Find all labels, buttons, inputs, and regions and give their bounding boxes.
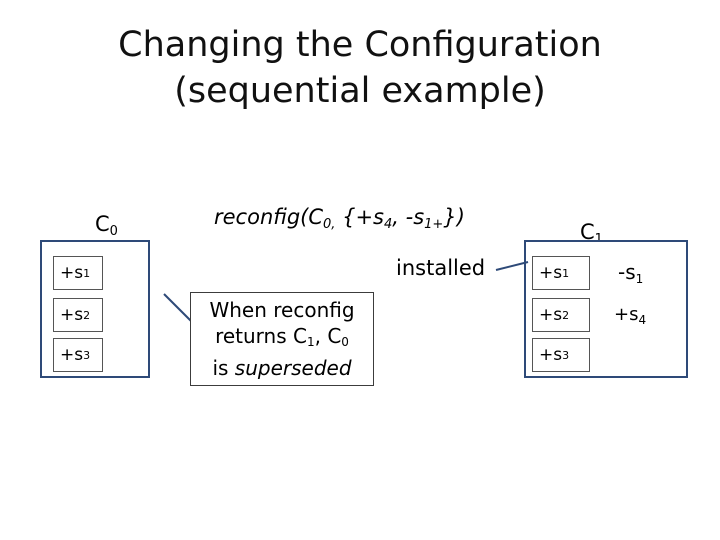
c1-member-s1-prefix: +s	[539, 263, 563, 283]
c1-change-remove-s1: -s1	[618, 260, 643, 286]
c1-change-add-sub: 4	[638, 313, 647, 327]
callout-line-2-b: , C	[314, 324, 342, 348]
superseded-callout: When reconfig returns C1, C0 is supersed…	[190, 292, 374, 386]
c1-change-remove-prefix: -s	[618, 260, 636, 284]
c0-member-s1-sub: 1	[83, 266, 91, 280]
reconfig-call: reconfig(C0, {+s4, -s1+})	[214, 205, 465, 232]
reconfig-text-3: , -s	[392, 205, 425, 229]
c1-subscript: 1	[595, 232, 603, 247]
title-line-2: (sequential example)	[174, 71, 546, 111]
reconfig-sub-1: 0,	[323, 217, 336, 232]
title-line-1: Changing the Configuration	[118, 25, 602, 65]
slide-title: Changing the Configuration (sequential e…	[0, 22, 720, 114]
callout-line-2-sub2: 0	[341, 335, 349, 349]
c1-member-s1-sub: 1	[562, 266, 570, 280]
c0-member-s3-sub: 3	[83, 348, 91, 362]
reconfig-sub-2: 4	[384, 217, 393, 232]
c0-member-s2-prefix: +s	[60, 305, 84, 325]
c1-change-add-s4: +s4	[614, 304, 646, 327]
c1-member-s2-prefix: +s	[539, 305, 563, 325]
reconfig-text-1: reconfig(C	[214, 205, 324, 229]
reconfig-sub-3: 1+	[424, 217, 444, 232]
c0-member-s1-prefix: +s	[60, 263, 84, 283]
reconfig-text-2: {+s	[335, 205, 384, 229]
c1-base: C	[580, 220, 595, 244]
callout-line-3: is superseded	[191, 355, 373, 381]
callout-line-2-sub1: 1	[306, 335, 315, 349]
c1-member-s3-prefix: +s	[539, 345, 563, 365]
c0-member-s2-sub: 2	[83, 308, 91, 322]
c1-member-s3-sub: 3	[562, 348, 570, 362]
installed-label: installed	[396, 256, 486, 280]
reconfig-text-4: })	[443, 205, 465, 229]
config-c0-label: C0	[95, 212, 118, 239]
callout-line-3-em: superseded	[234, 356, 352, 380]
c0-base: C	[95, 212, 110, 236]
c1-change-remove-sub: 1	[635, 272, 644, 286]
callout-line-3-a: is	[212, 356, 235, 380]
c1-member-s2-sub: 2	[562, 308, 570, 322]
c0-member-s3-prefix: +s	[60, 345, 84, 365]
callout-line-2-a: returns C	[215, 324, 307, 348]
installed-pointer-line	[495, 261, 529, 271]
c0-subscript: 0	[109, 224, 118, 239]
config-c1-label: C1	[580, 220, 603, 247]
callout-line-1: When reconfig	[209, 298, 355, 322]
callout-line-2: returns C1, C0	[191, 323, 373, 355]
c1-change-add-prefix: +s	[614, 304, 639, 325]
